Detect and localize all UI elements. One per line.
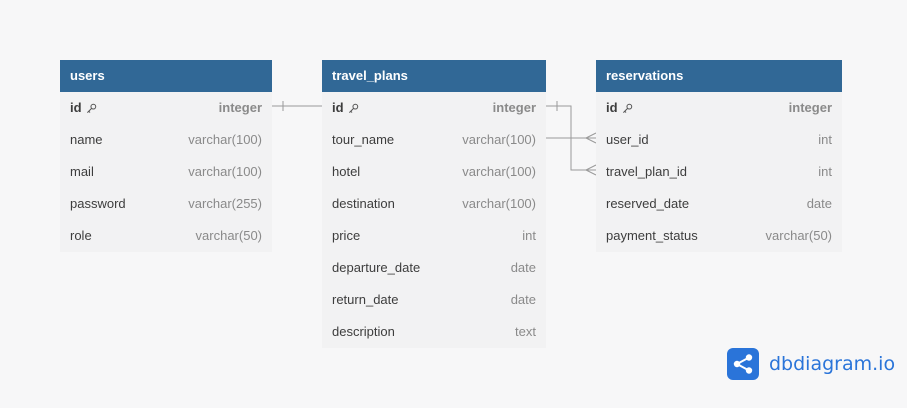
column-row-tour_name[interactable]: tour_name varchar(100) bbox=[322, 124, 546, 156]
column-row-reserved_date[interactable]: reserved_date date bbox=[596, 188, 842, 220]
table-header-travel_plans[interactable]: travel_plans bbox=[322, 60, 546, 92]
table-travel_plans[interactable]: travel_plans id integer tour_name varcha… bbox=[322, 60, 546, 348]
table-columns: id integer user_id int travel_plan_id in… bbox=[596, 92, 842, 252]
table-header-users[interactable]: users bbox=[60, 60, 272, 92]
column-type: varchar(100) bbox=[462, 132, 536, 147]
column-type: date bbox=[510, 260, 536, 275]
column-name: return_date bbox=[332, 292, 399, 307]
column-row-id[interactable]: id integer bbox=[322, 92, 546, 124]
share-nodes-icon bbox=[727, 348, 759, 380]
column-type: date bbox=[510, 292, 536, 307]
dbdiagram-logo[interactable]: dbdiagram.io bbox=[727, 348, 895, 380]
column-type: date bbox=[806, 196, 832, 211]
column-name: role bbox=[70, 228, 92, 243]
column-name: name bbox=[70, 132, 103, 147]
column-row-destination[interactable]: destination varchar(100) bbox=[322, 188, 546, 220]
column-name: destination bbox=[332, 196, 395, 211]
column-type: int bbox=[522, 228, 536, 243]
column-type: varchar(100) bbox=[188, 132, 262, 147]
column-row-travel_plan_id[interactable]: travel_plan_id int bbox=[596, 156, 842, 188]
column-type: varchar(100) bbox=[462, 196, 536, 211]
relationship-travel_plans-reservations[interactable] bbox=[546, 101, 597, 176]
column-name: mail bbox=[70, 164, 94, 179]
column-type: varchar(50) bbox=[765, 228, 832, 243]
column-row-id[interactable]: id integer bbox=[60, 92, 272, 124]
column-row-hotel[interactable]: hotel varchar(100) bbox=[322, 156, 546, 188]
table-columns: id integer tour_name varchar(100) hotel … bbox=[322, 92, 546, 348]
column-row-password[interactable]: password varchar(255) bbox=[60, 188, 272, 220]
column-type: integer bbox=[788, 100, 832, 115]
table-reservations[interactable]: reservations id integer user_id int trav… bbox=[596, 60, 842, 252]
column-type: integer bbox=[218, 100, 262, 115]
column-name: id bbox=[606, 92, 633, 124]
column-type: varchar(100) bbox=[462, 164, 536, 179]
column-row-description[interactable]: description text bbox=[322, 316, 546, 348]
column-type: int bbox=[818, 164, 832, 179]
column-name: travel_plan_id bbox=[606, 164, 687, 179]
column-name: password bbox=[70, 196, 126, 211]
column-row-price[interactable]: price int bbox=[322, 220, 546, 252]
column-type: varchar(255) bbox=[188, 196, 262, 211]
column-name: price bbox=[332, 228, 361, 243]
column-name: id bbox=[70, 92, 97, 124]
brand-name: dbdiagram.io bbox=[769, 353, 896, 375]
column-type: int bbox=[818, 132, 832, 147]
column-type: varchar(100) bbox=[188, 164, 262, 179]
column-type: varchar(50) bbox=[195, 228, 262, 243]
column-row-role[interactable]: role varchar(50) bbox=[60, 220, 272, 252]
key-icon bbox=[348, 103, 358, 113]
table-columns: id integer name varchar(100) mail varcha… bbox=[60, 92, 272, 252]
column-type: text bbox=[515, 324, 536, 339]
column-row-name[interactable]: name varchar(100) bbox=[60, 124, 272, 156]
column-row-id[interactable]: id integer bbox=[596, 92, 842, 124]
column-row-departure_date[interactable]: departure_date date bbox=[322, 252, 546, 284]
column-row-payment_status[interactable]: payment_status varchar(50) bbox=[596, 220, 842, 252]
column-name: user_id bbox=[606, 132, 649, 147]
column-type: integer bbox=[492, 100, 536, 115]
table-users[interactable]: users id integer name varchar(100) mail … bbox=[60, 60, 272, 252]
column-name: tour_name bbox=[332, 132, 395, 147]
column-name: reserved_date bbox=[606, 196, 690, 211]
column-name: id bbox=[332, 92, 359, 124]
column-row-mail[interactable]: mail varchar(100) bbox=[60, 156, 272, 188]
column-row-return_date[interactable]: return_date date bbox=[322, 284, 546, 316]
column-name: departure_date bbox=[332, 260, 421, 275]
column-name: description bbox=[332, 324, 395, 339]
column-name: hotel bbox=[332, 164, 361, 179]
key-icon bbox=[86, 103, 96, 113]
key-icon bbox=[622, 103, 632, 113]
column-name: payment_status bbox=[606, 228, 698, 243]
column-row-user_id[interactable]: user_id int bbox=[596, 124, 842, 156]
table-header-reservations[interactable]: reservations bbox=[596, 60, 842, 92]
